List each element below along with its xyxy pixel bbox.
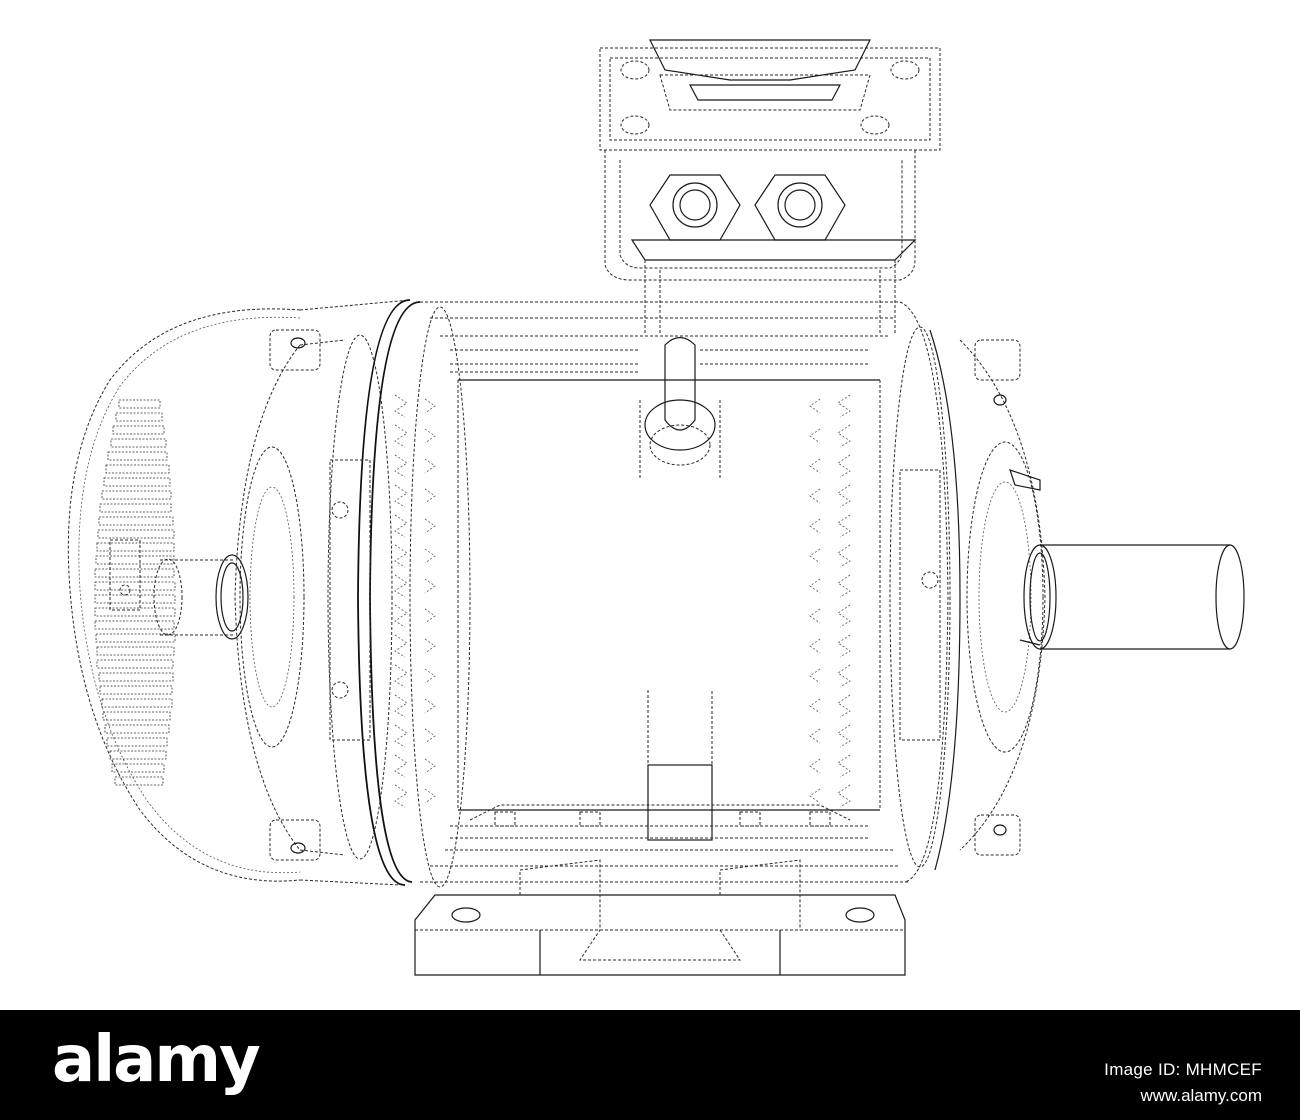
rear-shaft xyxy=(153,554,249,640)
image-id-text: Image ID: MHMCEF xyxy=(1104,1060,1262,1079)
output-shaft xyxy=(1023,544,1245,650)
grille-center-plate xyxy=(109,539,141,611)
front-end-shield xyxy=(959,339,1046,856)
motor-base xyxy=(414,804,906,976)
fan-grille xyxy=(94,399,176,786)
motor-wireframe-svg xyxy=(67,39,1245,976)
winding-teeth-right xyxy=(809,394,851,808)
center-stud xyxy=(639,336,721,841)
rear-end-shield xyxy=(234,329,346,861)
fan-cover xyxy=(67,299,411,886)
brand-logo: alamy xyxy=(52,1023,261,1097)
winding-teeth-left xyxy=(394,394,436,808)
terminal-box xyxy=(599,39,941,335)
image-url-text: www.alamy.com xyxy=(1140,1086,1262,1105)
stator-housing xyxy=(327,299,961,888)
motor-drawing xyxy=(67,39,1245,976)
rotor-outline xyxy=(329,459,941,741)
watermark-bar: alamy Image ID: MHMCEF www.alamy.com xyxy=(0,1010,1300,1120)
grille-bolt xyxy=(119,584,131,596)
